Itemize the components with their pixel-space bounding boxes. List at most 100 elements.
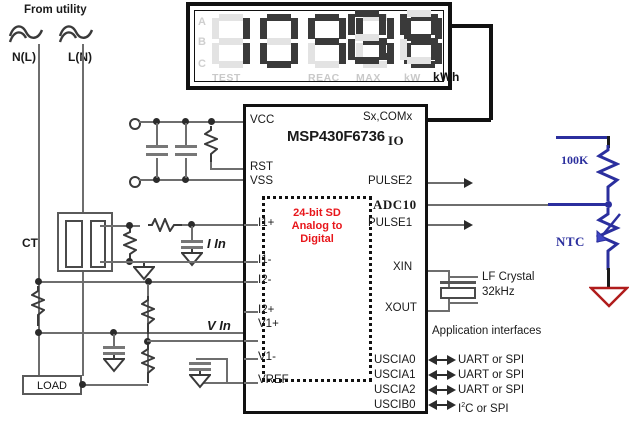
ground-symbol-v1p [103, 355, 125, 373]
lcd-bus-wire-vertical [489, 24, 493, 120]
application-interfaces-heading: Application interfaces [432, 325, 542, 337]
cap2-lead-bottom [185, 158, 187, 178]
lcd-decimal-point [386, 53, 393, 60]
uscia0-protocol-label: UART or SPI [458, 354, 525, 366]
pin-uscia2: USCIA2 [374, 384, 416, 396]
pin-io: IO [388, 133, 405, 148]
stub-i2n [244, 281, 258, 283]
cap2-plate-top [175, 145, 197, 148]
pin-i2n: I2- [258, 274, 272, 286]
junction-i2n-mid [145, 278, 152, 285]
sd-block-line2: Analog to [291, 220, 343, 232]
sd-block-line1: 24-bit SD [293, 207, 341, 219]
cap-i1p-plate-top [181, 240, 203, 243]
ground-symbol-thermistor [589, 286, 629, 308]
pin-pulse1: PULSE1 [368, 217, 413, 229]
cap1-plate-top [146, 145, 168, 148]
pin-vss: VSS [250, 175, 274, 187]
vref-wire [196, 382, 244, 384]
ground-symbol-ct [133, 261, 155, 281]
ntc-thermistor [596, 208, 621, 270]
cap-v1p-plate-top [103, 346, 125, 349]
lcd-inner-frame [194, 10, 444, 82]
sigma-delta-adc-block [262, 196, 372, 382]
i2n-wire [38, 281, 244, 283]
uscia1-protocol-label: UART or SPI [458, 369, 525, 381]
junction-cap2-top [182, 118, 189, 125]
pin-uscia1: USCIA1 [374, 369, 416, 381]
uscib0-protocol-label: I2C or SPI [458, 402, 509, 415]
live-bus-wire [82, 44, 84, 376]
neutral-bus-wire [38, 44, 40, 386]
adc10-wire [428, 204, 550, 206]
crystal-plate-lead-top [448, 276, 478, 278]
uscia2-protocol-label: UART or SPI [458, 384, 525, 396]
pin-v1n: V1- [258, 351, 276, 363]
live-label: L(N) [68, 50, 92, 64]
cap-vref-plate-top [189, 362, 211, 365]
cap2-plate-bottom [175, 153, 197, 156]
i1p-wire [182, 224, 244, 226]
v1p-cap-lead [113, 334, 115, 346]
lcd-annunciator-max: MAX [356, 72, 381, 84]
lcd-bus-wire-horizontal [428, 118, 491, 122]
lcd-annunciator-a: A [198, 16, 206, 28]
load-box: LOAD [22, 375, 82, 395]
crystal-plate-top [440, 281, 476, 284]
xout-wire [428, 310, 450, 312]
pullup-resistor-100k [596, 145, 620, 201]
lcd-annunciator-c: C [198, 58, 206, 70]
lcd-digit-1 [212, 14, 250, 68]
vss-rail-wire [139, 179, 244, 181]
pin-sx-comx: Sx,COMx [363, 111, 413, 123]
xin-wire [428, 270, 450, 272]
lcd-digit-3 [308, 14, 346, 68]
pin-vref: VREF [258, 374, 289, 386]
lcd-digit-2 [260, 14, 298, 68]
ground-symbol-vref [189, 371, 211, 389]
lcd-bus-wire-top [452, 24, 491, 28]
pulse2-wire [428, 182, 466, 184]
junction-cap2-bottom [182, 176, 189, 183]
pin-i1n: I1- [258, 254, 272, 266]
crystal-frequency-label: 32kHz [482, 286, 515, 298]
pin-uscia0: USCIA0 [374, 354, 416, 366]
pin-xout: XOUT [385, 302, 417, 314]
pulse1-arrow-icon [464, 220, 473, 230]
ct-secondary-winding [90, 220, 106, 268]
mcu-part-number: MSP430F6736 [287, 128, 385, 145]
stub-v1p [244, 340, 258, 342]
junction-cap1-top [153, 118, 160, 125]
crystal-name-label: LF Crystal [482, 271, 535, 283]
cap-i1p-plate-bottom [181, 246, 203, 249]
pulse2-arrow-icon [464, 178, 473, 188]
cap-v1p-plate-bottom [103, 352, 125, 355]
junction-ct-top [126, 222, 133, 229]
ntc-label: NTC [556, 234, 585, 249]
junction-load [79, 381, 86, 388]
pin-pulse2: PULSE2 [368, 175, 413, 187]
cap1-lead-bottom [156, 158, 158, 178]
junction-thermistor-divider [605, 201, 612, 208]
ct-label: CT [22, 236, 38, 250]
pin-adc10: ADC10 [373, 197, 417, 212]
pin-uscib0: USCIB0 [374, 399, 416, 411]
sd-block-line3: Digital [300, 233, 334, 245]
junction-i2n-left [35, 278, 42, 285]
junction-cap1-bottom [153, 176, 160, 183]
cap1-plate-bottom [146, 153, 168, 156]
live-wire-symbol [58, 25, 94, 43]
stub-i1n [244, 261, 258, 263]
vcc-terminal [129, 118, 141, 130]
i2p-wire [38, 332, 244, 334]
stub-vref [244, 382, 258, 384]
ground-symbol-i1p [181, 249, 203, 267]
thermistor-top-lead [607, 136, 610, 148]
neutral-wire-symbol [8, 25, 44, 43]
vss-terminal [129, 176, 141, 188]
crystal-body [440, 287, 476, 299]
pin-i2p: I2+ [258, 304, 275, 316]
pullup-label-100k: 100K [561, 153, 589, 167]
stub-i1p [244, 224, 258, 226]
